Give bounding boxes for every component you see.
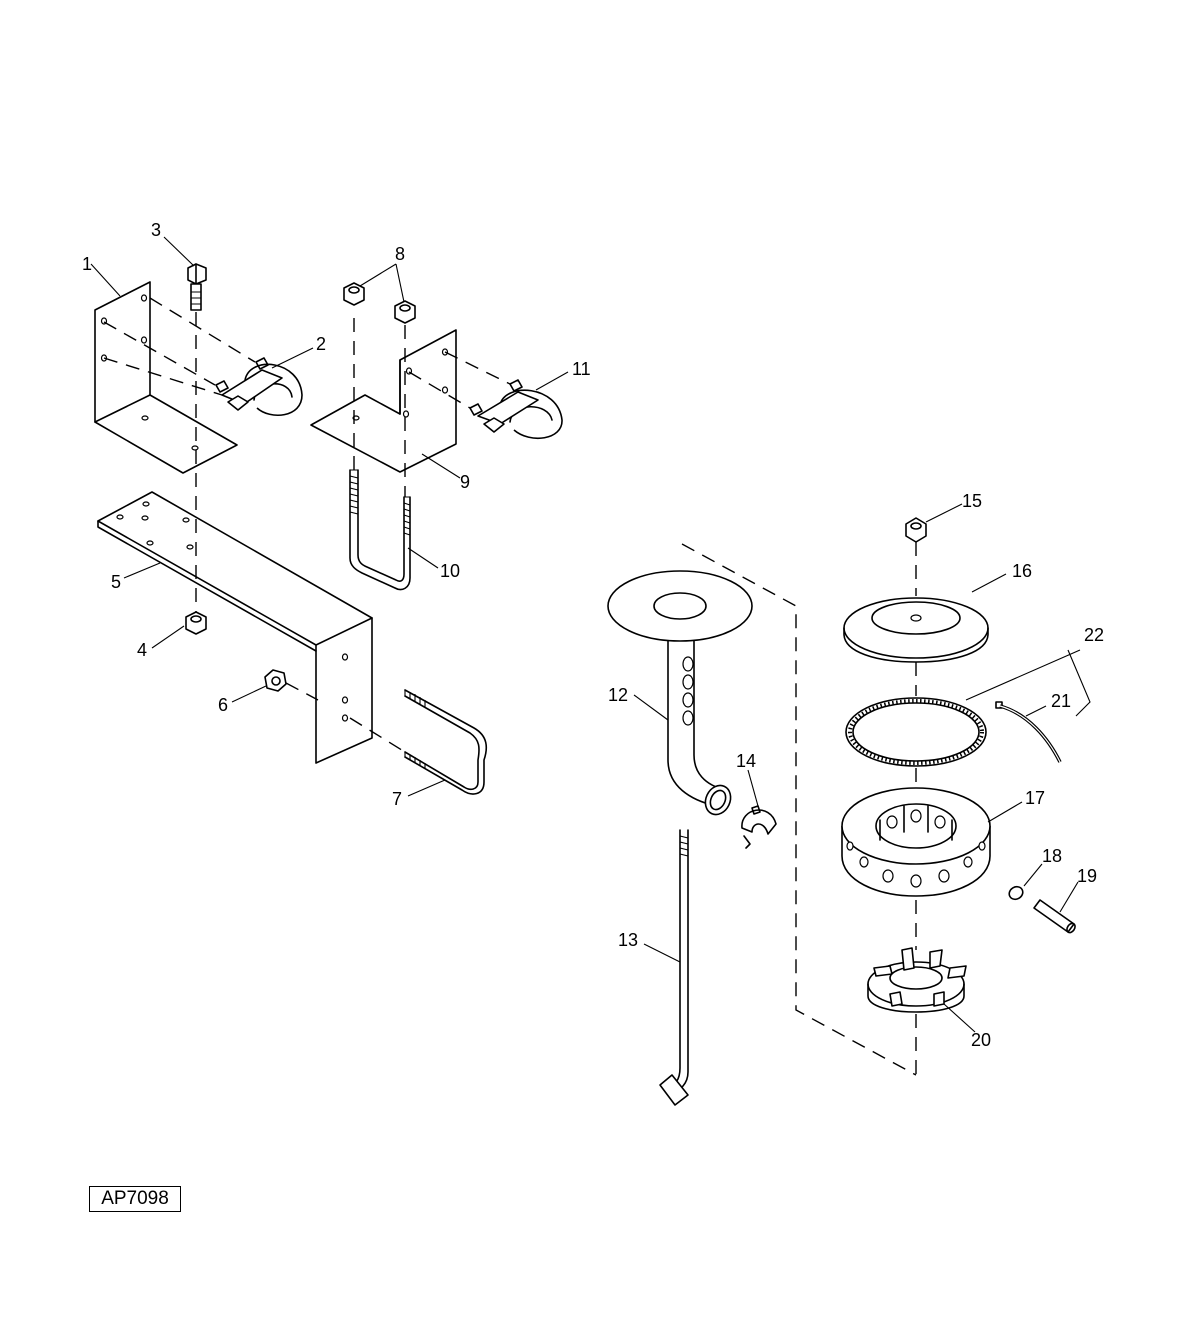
part-7-u-bolt	[404, 689, 488, 795]
part-12-burner-tube	[607, 570, 753, 816]
leader-lines	[90, 236, 1091, 1033]
part-17-burner-housing	[841, 787, 991, 897]
callout-22: 22	[1084, 625, 1104, 645]
alignment-lines-left	[103, 297, 511, 753]
callout-2: 2	[316, 334, 326, 354]
callout-19: 19	[1077, 866, 1097, 886]
callout-11: 11	[572, 359, 591, 379]
callout-14: 14	[736, 751, 756, 771]
callout-3: 3	[151, 220, 161, 240]
callout-20: 20	[971, 1030, 991, 1050]
part-1-l-bracket	[94, 281, 238, 474]
callout-1: 1	[82, 254, 92, 274]
part-16-disc	[843, 597, 989, 663]
callout-18: 18	[1042, 846, 1062, 866]
part-11-clamp	[469, 379, 563, 439]
callout-17: 17	[1025, 788, 1045, 808]
part-18-sleeve	[1008, 885, 1024, 901]
part-13-rod	[659, 829, 689, 1106]
part-9-bracket	[310, 329, 457, 473]
callout-9: 9	[460, 472, 470, 492]
callout-13: 13	[618, 930, 638, 950]
part-3-bolt	[187, 263, 207, 311]
callout-12: 12	[608, 685, 628, 705]
callout-6: 6	[218, 695, 228, 715]
figure-id-label: AP7098	[89, 1186, 181, 1212]
part-20-spreader	[867, 947, 967, 1013]
callout-16: 16	[1012, 561, 1032, 581]
callout-8: 8	[395, 244, 405, 264]
part-5-long-bracket	[97, 491, 373, 764]
part-21-wire	[995, 701, 1062, 763]
callout-numbers: 1 2 3 4 5 6 7 8 9 10 11 12 13 14 15 16 1…	[82, 220, 1104, 1050]
callout-4: 4	[137, 640, 147, 660]
part-14-hose-clamp	[741, 805, 777, 849]
part-2-clamp	[215, 357, 303, 416]
part-6-nut	[264, 669, 287, 692]
callout-21: 21	[1051, 691, 1071, 711]
callout-7: 7	[392, 789, 402, 809]
part-19-pin	[1033, 899, 1076, 934]
callout-5: 5	[111, 572, 121, 592]
callout-10: 10	[440, 561, 460, 581]
part-15-nut	[905, 517, 927, 543]
part-8-nuts	[343, 282, 416, 324]
part-4-nut	[185, 611, 207, 635]
callout-15: 15	[962, 491, 982, 511]
alignment-lines-right	[681, 542, 917, 1076]
part-22-ring	[845, 697, 987, 767]
part-10-u-bolt	[349, 469, 411, 591]
